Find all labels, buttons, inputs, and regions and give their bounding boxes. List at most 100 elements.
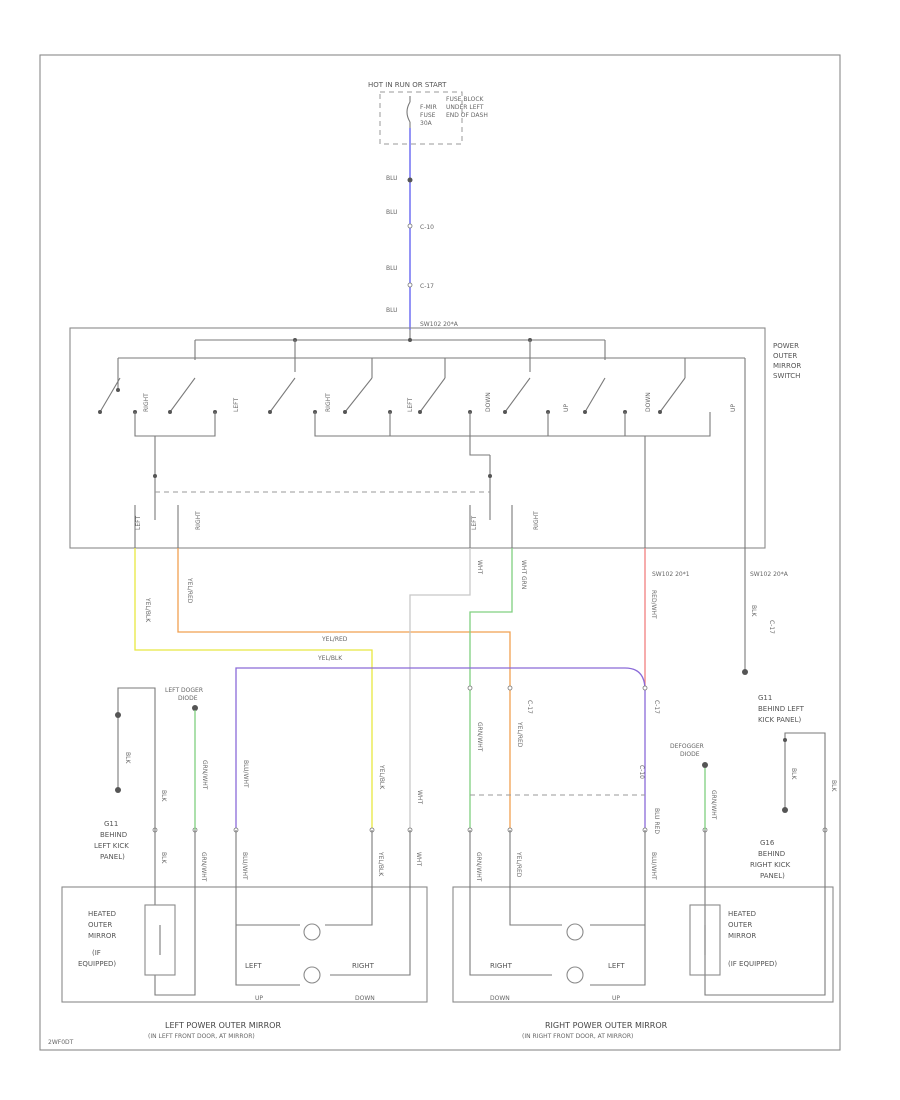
wire-label-grn-wht-1: GRN/WHT [476, 722, 483, 752]
wire-label-grn-wht-m2: GRN/WHT [200, 852, 207, 882]
ground-right-line-1: BEHIND [758, 850, 785, 858]
right-motor-label-r: LEFT [608, 962, 625, 970]
splice-blu [407, 177, 413, 183]
fuse-id: F-MIR [420, 104, 437, 111]
switch-contacts [99, 377, 686, 413]
switch-lower-links [134, 412, 711, 548]
wire-label-blk-r1: BLK [790, 768, 797, 780]
outer-frame [39, 54, 841, 1051]
left-motor-wiring [235, 830, 411, 986]
connector-pins-row [152, 685, 828, 833]
wire-label-yel-red-m7: YEL/RED [515, 851, 522, 878]
defogger-left-diode [192, 705, 198, 711]
switch-pin-drops [134, 505, 513, 548]
connector-c3: C-17 [768, 620, 775, 634]
wire-label-blk-l1: BLK [124, 752, 131, 764]
wire-wht [409, 548, 471, 830]
ground-right-id: G16 [760, 839, 775, 847]
switch-name-2: OUTER [773, 352, 797, 360]
connector-c1: C-10 [420, 224, 434, 231]
heater-left-5: EQUIPPED) [78, 960, 116, 968]
defogger-right-diode [702, 762, 708, 768]
fuse-block-line-1: FUSE BLOCK [446, 96, 485, 103]
right-up-label: UP [612, 995, 620, 1002]
wire-label-blu-2: BLU [386, 209, 398, 216]
heater-right-1: HEATED [728, 910, 756, 918]
ground-g16-dot [782, 807, 788, 813]
defogger-right-1: DEFOGGER [670, 743, 704, 750]
defogger-left-2: DIODE [178, 695, 198, 702]
left-motor-label-l: LEFT [245, 962, 262, 970]
heater-left-1: HEATED [88, 910, 116, 918]
wire-label-red-wht: RED/WHT [650, 590, 657, 619]
ground-right-line-3: PANEL) [760, 872, 785, 880]
right-heater-element [689, 904, 721, 976]
connector-sw-a: SW102 20*1 [652, 571, 690, 578]
heater-left-4: (IF [92, 949, 101, 957]
right-down-label: DOWN [490, 995, 510, 1002]
switch-bus-top [194, 330, 606, 360]
left-mirror-sub: (IN LEFT FRONT DOOR, AT MIRROR) [148, 1033, 255, 1040]
left-down-label: DOWN [355, 995, 375, 1002]
wire-label-blu-wht-m3: BLU/WHT [241, 852, 248, 880]
connector-c4: C-17 [653, 700, 660, 714]
defogger-right-2: DIODE [680, 751, 700, 758]
splice-sw-1 [408, 338, 412, 342]
wire-yel-blk [134, 548, 373, 830]
right-motor-1 [566, 923, 584, 941]
switch-label-6: UP [563, 404, 570, 412]
ground-g11-left-pin [115, 787, 121, 793]
switch-label-8: UP [730, 404, 737, 412]
switch-name-4: SWITCH [773, 372, 800, 380]
pin-blu-c17 [407, 282, 413, 288]
wire-label-blu-4: BLU [386, 307, 398, 314]
wire-label-yel-blk-3: YEL/BLK [378, 764, 385, 790]
wire-label-wht-2: WHT [416, 790, 423, 804]
ground-left-line-1: BEHIND [100, 831, 127, 839]
fuse-element [406, 101, 411, 123]
right-motor-label-l: RIGHT [490, 962, 513, 970]
wire-label-blk-sw: BLK [750, 605, 757, 617]
right-motor-2 [566, 966, 584, 984]
right-mirror-box [452, 886, 834, 1003]
left-motor-label-r: RIGHT [352, 962, 375, 970]
wire-label-blk-r2: BLK [830, 780, 837, 792]
footer-code: 2WF0DT [48, 1039, 74, 1046]
ground-left-id: G11 [104, 820, 118, 828]
fuse-block-line-3: END OF DASH [446, 112, 488, 119]
wire-grn-wht-right [469, 548, 513, 830]
heater-left-2: OUTER [88, 921, 112, 929]
defogger-left-1: LEFT DOGER [165, 687, 203, 694]
right-motor-wiring [469, 830, 646, 986]
wire-label-blu-1: BLU [386, 175, 398, 182]
wire-label-grn-wht-m6: GRN/WHT [475, 852, 482, 882]
wire-label-wht-m5: WHT [415, 852, 422, 866]
wire-blk-right-ground [784, 732, 826, 830]
connector-sw-b: SW102 20*A [750, 571, 789, 578]
ground-g11-mid-dot [742, 669, 748, 675]
splice-sw-low-2 [488, 474, 492, 478]
left-heater-wires [154, 830, 196, 996]
pin-blu-c10 [407, 223, 413, 229]
fuse-amp: 30A [420, 120, 433, 127]
wire-label-grn-wht-l: GRN/WHT [201, 760, 208, 790]
fuse-block-outline [379, 91, 463, 145]
fuse-label: FUSE [420, 112, 436, 119]
connector-c6: C-10 [638, 765, 645, 779]
wire-label-wht-1: WHT [476, 560, 483, 574]
wire-label-blk-m1: BLK [160, 852, 167, 864]
wire-label-yel-blk-m4: YEL/BLK [377, 851, 384, 877]
fuse-block-line-2: UNDER LEFT [446, 104, 484, 111]
switch-label-7: DOWN [645, 392, 652, 412]
switch-bus-lower [117, 357, 746, 548]
wire-label-yel-red-2: YEL/RED [321, 636, 348, 643]
switch-box [69, 327, 766, 549]
wire-blk-left-ground [117, 687, 156, 830]
left-heater-element [144, 904, 176, 976]
pin-label-2: RIGHT [195, 511, 202, 530]
right-mirror-sub: (IN RIGHT FRONT DOOR, AT MIRROR) [522, 1033, 633, 1040]
left-motor-2 [303, 966, 321, 984]
ground-left-line-3: PANEL) [100, 853, 125, 861]
wire-label-yel-red-1: YEL/RED [186, 577, 193, 604]
